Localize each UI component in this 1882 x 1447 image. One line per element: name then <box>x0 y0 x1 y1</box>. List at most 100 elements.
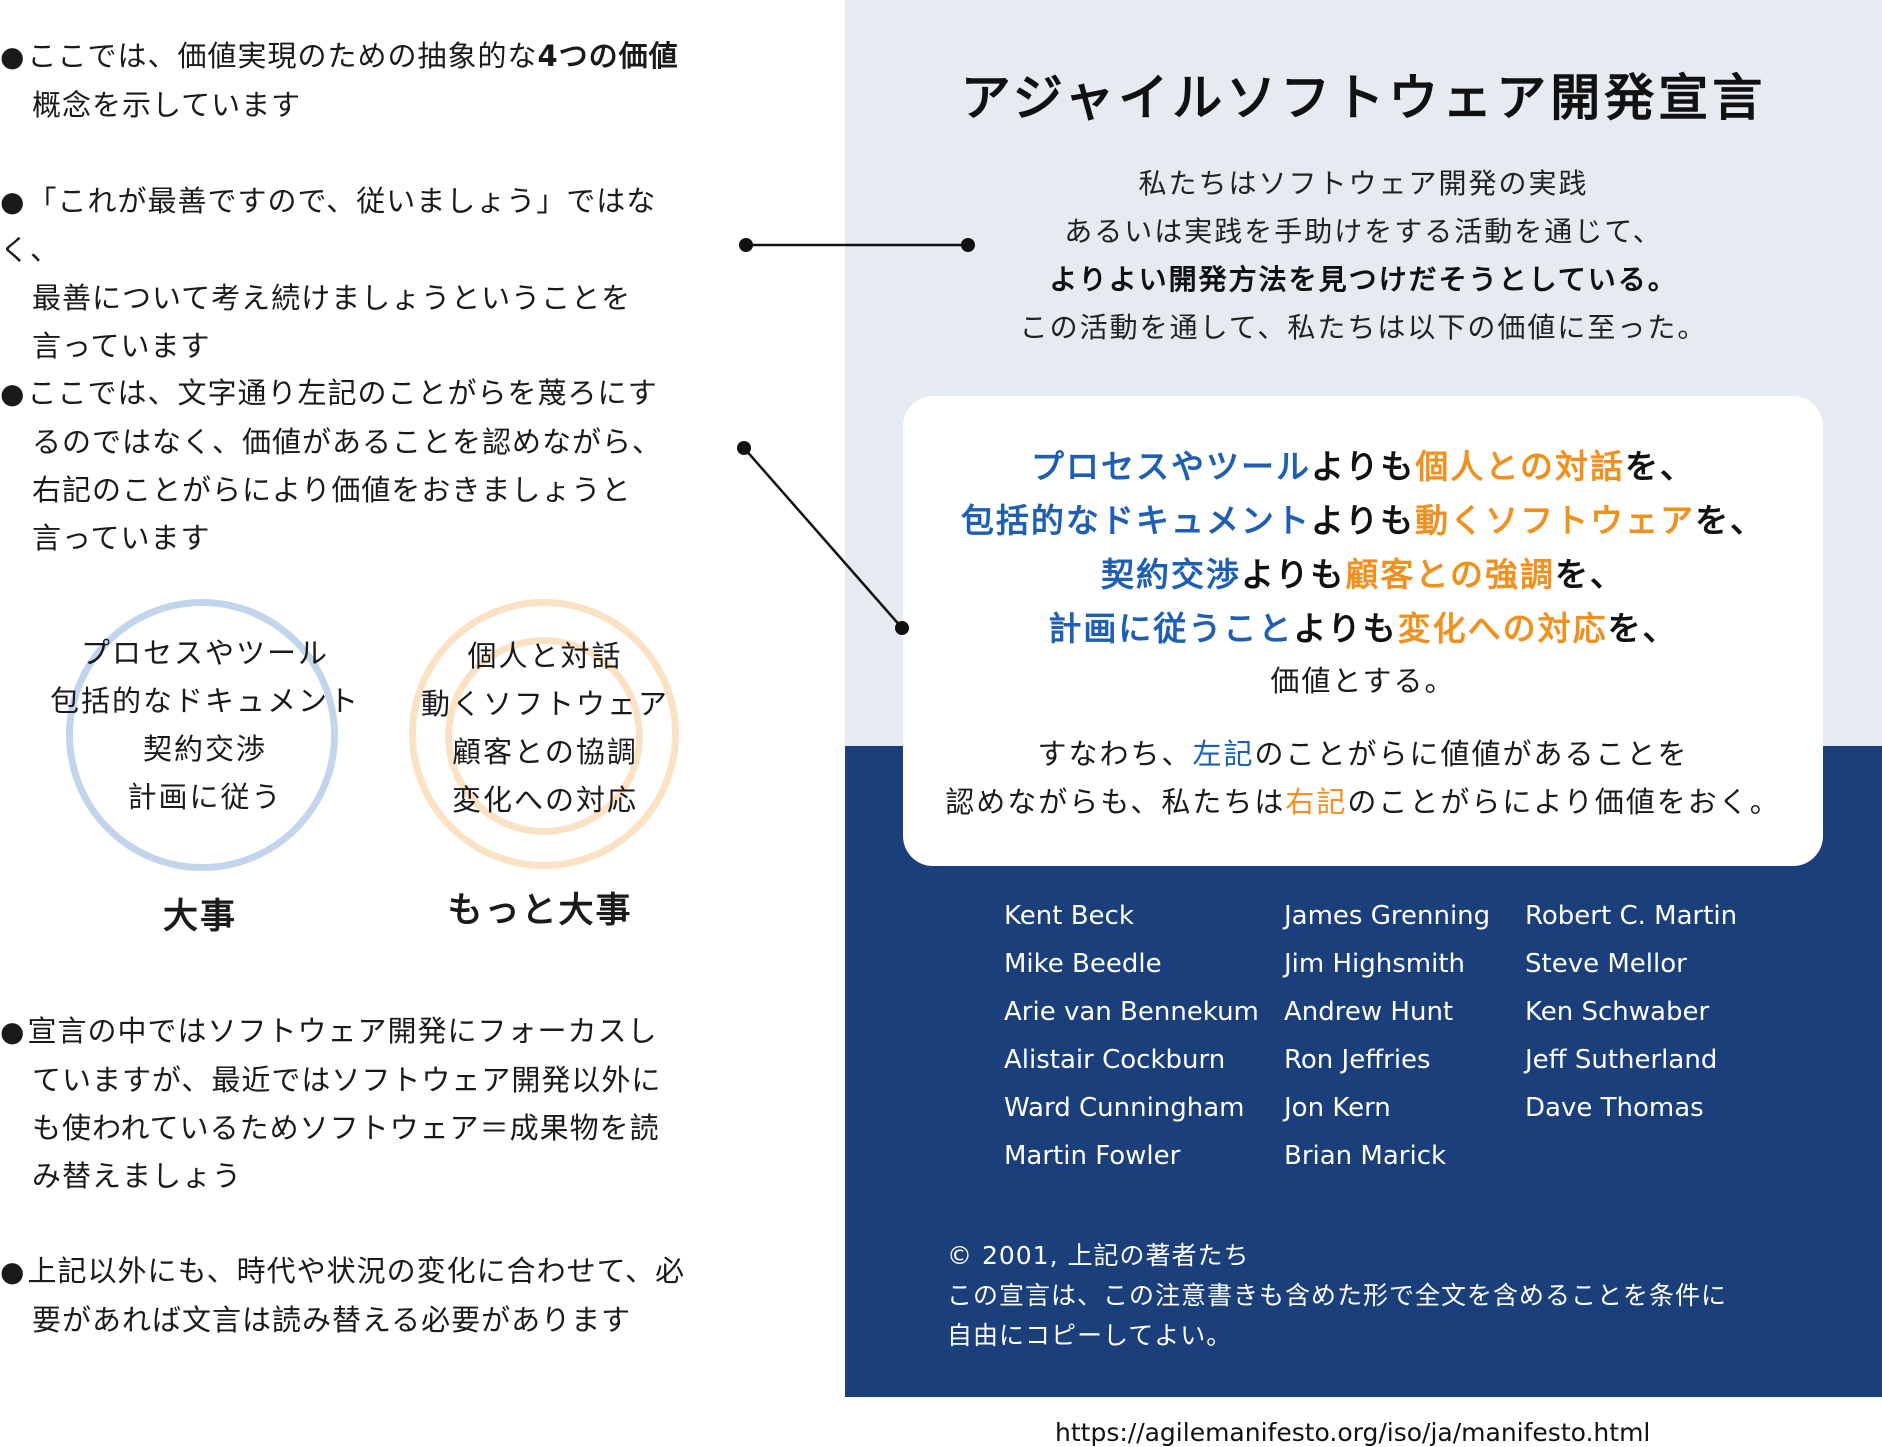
author-name: Ron Jeffries <box>1284 1045 1431 1075</box>
clar-right-term: 右記 <box>1285 785 1348 819</box>
connector-dot <box>737 441 751 455</box>
manifesto-clarification: すなわち、左記のことがらに値値があることを 認めながらも、私たちは右記のことがら… <box>903 730 1823 826</box>
note-line: ここでは、価値実現のための抽象的な <box>27 39 538 73</box>
bullet-icon: ● <box>0 185 26 218</box>
author-name: Martin Fowler <box>1004 1141 1181 1171</box>
author-name: Arie van Bennekum <box>1004 997 1259 1027</box>
authors-column-1: Kent Beck Mike Beedle Arie van Bennekum … <box>1004 892 1259 1180</box>
orange-ring-inner <box>445 637 643 835</box>
note-line: 右記のことがらにより価値をおきましょうと <box>32 473 632 507</box>
value-statement: 包括的なドキュメントよりも動くソフトウェアを、 <box>903 494 1823 542</box>
more-important-caption: もっと大事 <box>447 891 633 931</box>
more-important-list: 個人と対話 動くソフトウェア 顧客との協調 変化への対応 <box>385 632 705 824</box>
list-item: 契約交渉 <box>142 732 267 766</box>
note-line: 宣言の中ではソフトウェア開発にフォーカスし <box>27 1014 658 1048</box>
list-item: 動くソフトウェア <box>420 687 669 721</box>
note-abstract-values: ●ここでは、価値実現のための抽象的な4つの価値 概念を示しています <box>0 32 700 129</box>
note-left-right-meaning: ●ここでは、文字通り左記のことがらを蔑ろにす るのではなく、価値があることを認め… <box>0 369 700 562</box>
value-mid: よりも <box>1310 501 1416 540</box>
list-item: 包括的なドキュメント <box>49 684 360 718</box>
list-item: 顧客との協調 <box>452 735 638 769</box>
source-url: https://agilemanifesto.org/iso/ja/manife… <box>1055 1418 1651 1447</box>
intro-line: あるいは実践を手助けをする活動を通じて、 <box>1064 215 1663 248</box>
clar-text: のことがらにより価値をおく。 <box>1347 785 1781 819</box>
author-name: Robert C. Martin <box>1525 901 1738 931</box>
clar-left-term: 左記 <box>1192 737 1255 771</box>
author-name: Ken Schwaber <box>1525 997 1710 1027</box>
note-line: み替えましょう <box>32 1159 243 1193</box>
important-list: プロセスやツール 包括的なドキュメント 契約交渉 計画に従う <box>30 629 380 821</box>
copyright-line: © 2001, 上記の著者たち <box>947 1241 1250 1270</box>
copyright-line: 自由にコピーしてよい。 <box>947 1321 1233 1350</box>
important-caption: 大事 <box>162 897 237 937</box>
author-name: Steve Mellor <box>1525 949 1687 979</box>
value-end: を、 <box>1607 609 1678 648</box>
author-name: Jeff Sutherland <box>1525 1045 1718 1075</box>
value-left: プロセスやツール <box>1030 447 1311 486</box>
note-line: 言っています <box>32 329 211 363</box>
copyright-notice: © 2001, 上記の著者たち この宣言は、この注意書きも含めた形で全文を含める… <box>947 1236 1727 1356</box>
value-right: 個人との対話 <box>1415 447 1625 486</box>
list-item: 個人と対話 <box>467 639 623 673</box>
bullet-icon: ● <box>0 40 26 73</box>
author-name: Brian Marick <box>1284 1141 1447 1171</box>
manifesto-intro: 私たちはソフトウェア開発の実践 あるいは実践を手助けをする活動を通じて、 よりよ… <box>845 160 1882 352</box>
value-left: 包括的なドキュメント <box>960 501 1311 540</box>
list-item: プロセスやツール <box>80 636 329 670</box>
intro-line-emphasis: よりよい開発方法を見つけだそうとしている。 <box>1049 263 1678 296</box>
note-line: 要があれば文言は読み替える必要があります <box>32 1303 632 1337</box>
value-end: を、 <box>1625 447 1695 486</box>
author-name: Andrew Hunt <box>1284 997 1454 1027</box>
value-statement: 計画に従うことよりも変化への対応を、 <box>903 602 1823 650</box>
value-left: 計画に従うこと <box>1048 609 1294 648</box>
list-item: 変化への対応 <box>451 783 638 817</box>
author-name: Dave Thomas <box>1525 1093 1704 1123</box>
manifesto-title: アジャイルソフトウェア開発宣言 <box>960 69 1767 127</box>
author-name: Kent Beck <box>1004 901 1134 931</box>
value-mid: よりも <box>1310 447 1416 486</box>
authors-column-3: Robert C. Martin Steve Mellor Ken Schwab… <box>1525 892 1737 1132</box>
bullet-icon: ● <box>0 1255 26 1288</box>
note-line: 言っています <box>32 521 211 555</box>
value-left: 契約交渉 <box>1100 555 1241 594</box>
note-line: 概念を示しています <box>32 88 302 122</box>
note-emphasis: 4つの価値 <box>537 39 679 73</box>
note-keep-thinking: ●「これが最善ですので、従いましょう」ではなく、 最善について考え続けましょうと… <box>0 177 700 370</box>
note-line: ここでは、文字通り左記のことがらを蔑ろにす <box>27 376 658 410</box>
authors-column-2: James Grenning Jim Highsmith Andrew Hunt… <box>1284 892 1490 1180</box>
values-suffix: 価値とする。 <box>1270 664 1456 698</box>
note-software-reinterpretation: ●宣言の中ではソフトウェア開発にフォーカスし ていますが、最近ではソフトウェア開… <box>0 1007 700 1200</box>
author-name: James Grenning <box>1284 901 1491 931</box>
clar-text: 認めながらも、私たちは <box>945 785 1286 819</box>
note-line: るのではなく、価値があることを認めながら、 <box>32 425 663 459</box>
blue-ring <box>66 599 338 871</box>
note-line: 最善について考え続けましょうということを <box>32 281 632 315</box>
list-item: 計画に従う <box>127 780 283 814</box>
orange-ring-outer <box>409 599 679 869</box>
author-name: Mike Beedle <box>1004 949 1162 979</box>
clar-text: すなわち、 <box>1037 737 1193 771</box>
note-adapt-wording: ●上記以外にも、時代や状況の変化に合わせて、必 要があれば文言は読み替える必要が… <box>0 1247 700 1344</box>
clar-text: のことがらに値値があることを <box>1254 737 1689 771</box>
connector-dot <box>739 238 753 252</box>
bullet-icon: ● <box>0 377 26 410</box>
intro-line: 私たちはソフトウェア開発の実践 <box>1138 167 1589 200</box>
author-name: Jon Kern <box>1284 1093 1391 1123</box>
value-end: を、 <box>1695 501 1766 540</box>
value-right: 変化への対応 <box>1397 609 1608 648</box>
bullet-icon: ● <box>0 1015 26 1048</box>
copyright-line: この宣言は、この注意書きも含めた形で全文を含めることを条件に <box>947 1281 1728 1310</box>
note-line: 「これが最善ですので、従いましょう」ではなく、 <box>0 184 657 267</box>
value-mid: よりも <box>1240 555 1346 594</box>
value-statement: プロセスやツールよりも個人との対話を、 <box>903 440 1823 488</box>
note-line: も使われているためソフトウェア＝成果物を読 <box>32 1111 660 1145</box>
value-end: を、 <box>1555 555 1625 594</box>
author-name: Jim Highsmith <box>1284 949 1466 979</box>
author-name: Ward Cunningham <box>1004 1093 1245 1123</box>
values-card <box>903 396 1823 866</box>
value-right: 動くソフトウェア <box>1415 501 1696 540</box>
author-name: Alistair Cockburn <box>1004 1045 1226 1075</box>
intro-line: この活動を通して、私たちは以下の価値に至った。 <box>1019 311 1708 344</box>
note-line: 上記以外にも、時代や状況の変化に合わせて、必 <box>27 1254 686 1288</box>
value-mid: よりも <box>1293 609 1398 648</box>
